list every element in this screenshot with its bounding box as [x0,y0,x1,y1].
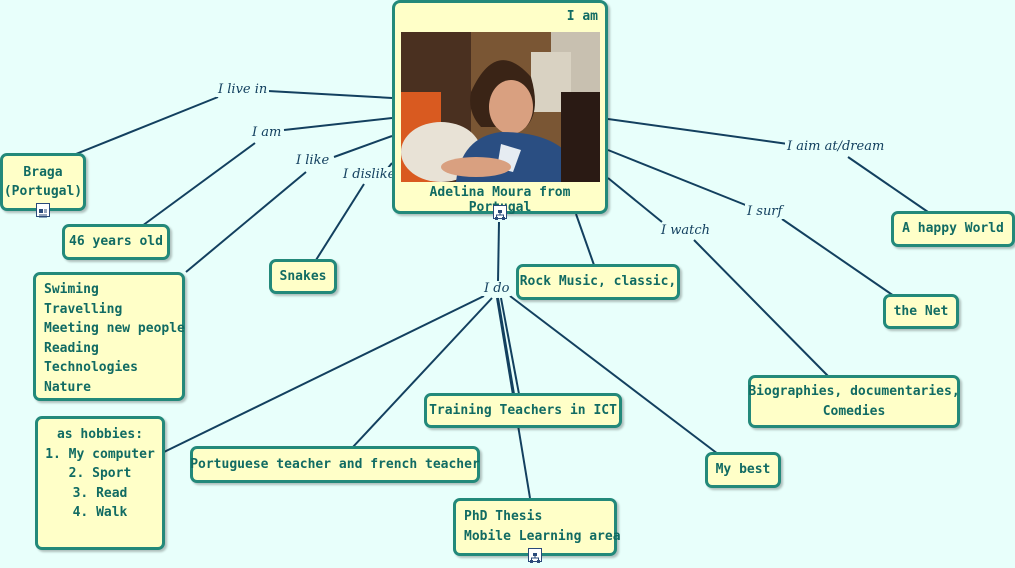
node-likes-item: Technologies [44,358,174,378]
link-do-training-a [498,298,514,394]
node-likes-item: Meeting new people [44,319,174,339]
node-likes[interactable]: Swiming Travelling Meeting new people Re… [33,272,185,401]
node-hobbies-item: 4. Walk [45,503,155,523]
link-label-surf: I surf [745,204,784,219]
node-net[interactable]: the Net [883,294,959,329]
node-music[interactable]: Rock Music, classic, [516,264,680,300]
link-label-watch: I watch [659,223,712,238]
concept-map-icon[interactable] [493,205,507,219]
node-snakes[interactable]: Snakes [269,259,337,294]
node-hobbies-heading: as hobbies: [45,425,155,445]
node-hobbies-item: 2. Sport [45,464,155,484]
concept-map-icon[interactable] [528,548,542,562]
link-watch-a [608,178,662,222]
node-music-text: Rock Music, classic, [520,272,677,292]
link-like-a [334,136,392,157]
document-icon[interactable] [36,203,50,217]
node-hobbies[interactable]: as hobbies: 1. My computer 2. Sport 3. R… [35,416,165,550]
center-concept-node[interactable]: I am Adelina Moura from Portugal [392,0,608,214]
node-teacher[interactable]: Portuguese teacher and french teacher [190,446,480,483]
node-phd-line-1: PhD Thesis [464,507,606,527]
node-likes-item: Swiming [44,280,174,300]
node-phd-line-2: Mobile Learning area [464,527,606,547]
link-watch-b [694,240,828,376]
link-live-in-a [268,91,392,98]
node-biographies-line-2: Comedies [748,402,959,422]
center-title: I am [567,9,598,24]
link-do-best [510,296,718,454]
link-aim-b [848,157,928,212]
link-label-dislike: I dislike [341,167,397,182]
link-label-aim: I aim at/dream [785,139,886,154]
link-label-am: I am [250,125,283,140]
node-snakes-text: Snakes [280,267,327,287]
link-music [576,214,594,265]
node-net-text: the Net [894,302,949,322]
link-like-b [186,172,306,272]
link-dislike-b [316,184,364,260]
node-braga-line-1: Braga [4,163,82,183]
link-do-hobbies [164,296,484,452]
node-biographies-line-1: Biographies, documentaries, [748,382,959,402]
link-surf-a [608,150,748,206]
link-aim-a [608,119,788,144]
node-best-text: My best [716,460,771,480]
node-hobbies-item: 1. My computer [45,445,155,465]
node-age[interactable]: 46 years old [62,224,170,260]
node-teacher-text: Portuguese teacher and french teacher [190,455,480,475]
link-label-like: I like [294,153,331,168]
node-happy-world[interactable]: A happy World [891,211,1015,247]
profile-photo [401,32,600,182]
node-training[interactable]: Training Teachers in ICT [424,393,622,428]
link-am-b [142,143,255,226]
node-likes-item: Travelling [44,300,174,320]
node-training-text: Training Teachers in ICT [429,401,617,421]
link-label-do: I do [482,281,511,296]
node-age-text: 46 years old [69,232,163,252]
node-braga-line-2: (Portugal) [4,182,82,202]
node-best[interactable]: My best [705,452,781,488]
link-am-a [284,118,392,130]
node-likes-item: Nature [44,378,174,398]
node-likes-item: Reading [44,339,174,359]
link-label-live-in: I live in [216,82,269,97]
node-biographies[interactable]: Biographies, documentaries, Comedies [748,375,960,428]
link-surf-b [782,219,894,296]
node-happy-world-text: A happy World [902,219,1004,239]
node-hobbies-item: 3. Read [45,484,155,504]
link-do-center [498,222,499,282]
